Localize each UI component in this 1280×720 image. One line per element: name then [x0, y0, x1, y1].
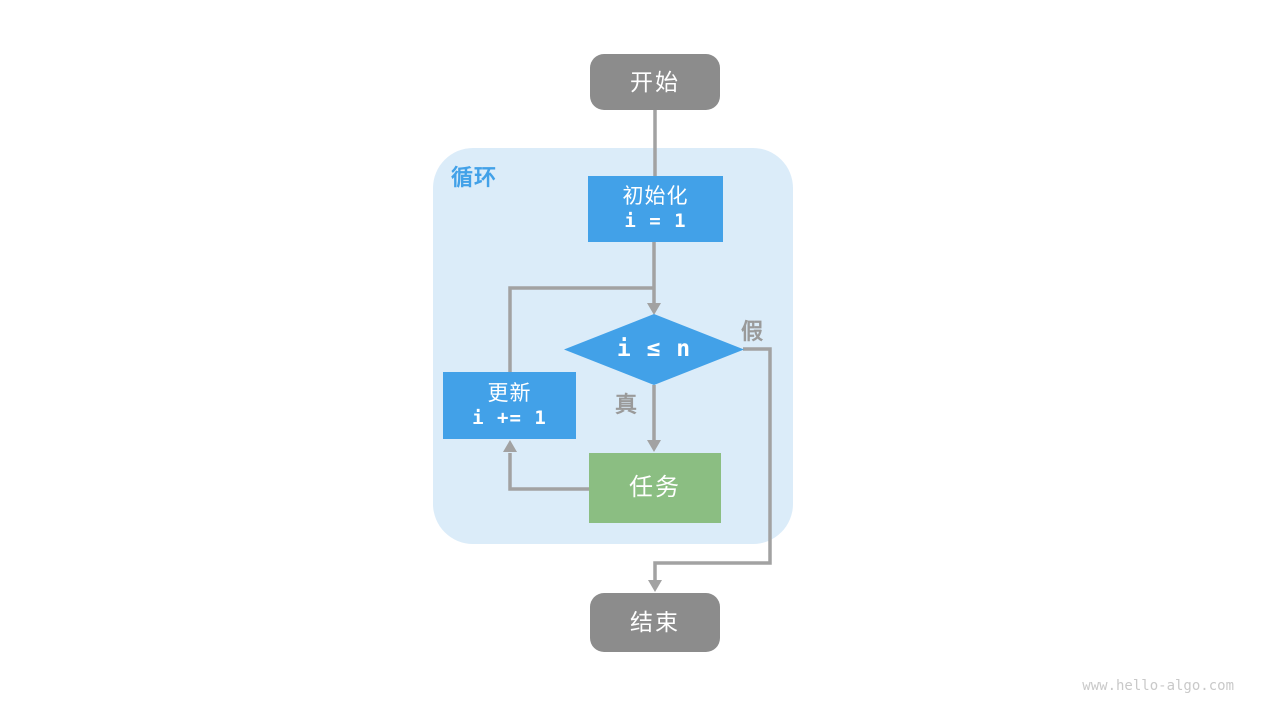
init-node-title: 初始化: [622, 185, 689, 208]
arrowhead-into-condition: [647, 303, 661, 315]
init-node-code: i = 1: [624, 210, 687, 233]
edge-update-to-condition: [508, 286, 654, 372]
edge-label-true: 真: [615, 392, 638, 417]
task-node-label: 任务: [629, 474, 681, 501]
edge-task-to-update: [508, 453, 589, 491]
update-node-title: 更新: [487, 381, 532, 405]
start-node: 开始: [590, 54, 720, 110]
watermark-text: www.hello-algo.com: [1082, 678, 1234, 694]
loop-scope-label: 循环: [451, 165, 498, 190]
condition-node-code: i ≤ n: [616, 336, 692, 363]
arrowhead-into-end: [648, 580, 662, 592]
edge-label-false: 假: [741, 319, 764, 344]
update-node: 更新 i += 1: [443, 372, 576, 439]
start-node-label: 开始: [630, 68, 680, 95]
arrowhead-into-update: [503, 440, 517, 452]
task-node: 任务: [589, 453, 721, 523]
update-node-code: i += 1: [472, 406, 547, 429]
init-node: 初始化 i = 1: [588, 176, 723, 242]
end-node-label: 结束: [630, 609, 680, 636]
arrowhead-into-task: [647, 440, 661, 452]
end-node: 结束: [590, 593, 720, 652]
edge-condition-to-end: [653, 347, 772, 580]
